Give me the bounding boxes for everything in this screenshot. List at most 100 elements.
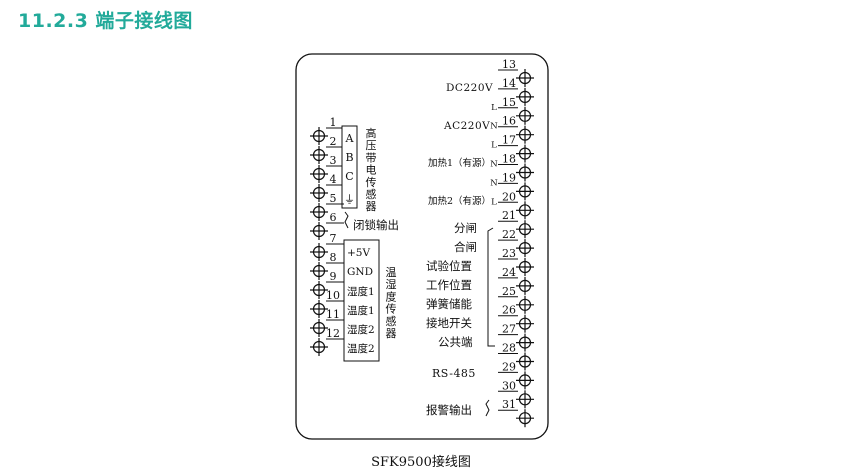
right-terminal-19	[516, 182, 534, 201]
label-dc220v: DC220V	[446, 82, 493, 94]
pin-letter-18: N	[490, 160, 498, 170]
right-terminal-number-15: 15	[502, 96, 516, 109]
phase-label-a: A	[345, 132, 355, 145]
right-terminal-16	[516, 125, 534, 144]
lock-output: 闭锁输出	[344, 211, 399, 232]
label-rs485: RS-485	[432, 367, 476, 380]
right-terminal-17	[516, 144, 534, 163]
label-open: 分闸	[454, 221, 477, 235]
hv-title-char: 传	[366, 176, 377, 189]
left-terminal-number-10: 10	[326, 289, 340, 302]
th-row-label: GND	[347, 266, 373, 278]
left-terminal-5	[310, 203, 328, 221]
phase-label-c: C	[345, 170, 353, 183]
label-earth-switch: 接地开关	[426, 316, 472, 330]
left-terminal-number-11: 11	[326, 308, 340, 321]
left-terminal-number-8: 8	[330, 251, 337, 264]
left-terminal-number-9: 9	[330, 270, 337, 283]
th-row-label: 湿度2	[347, 323, 375, 336]
ground-symbol: ⏚	[344, 193, 355, 206]
left-terminal-3	[310, 165, 328, 183]
th-sensor-rows: +5V GND 湿度1 温度1 湿度2 温度2	[347, 247, 375, 355]
th-title-char: 度	[386, 289, 397, 303]
label-close: 合闸	[454, 240, 477, 254]
right-terminal-number-23: 23	[502, 247, 516, 260]
left-terminal-11	[310, 319, 328, 337]
label-work-pos: 工作位置	[426, 278, 472, 292]
left-terminal-number-7: 7	[330, 232, 337, 245]
left-terminal-number-12: 12	[326, 327, 340, 340]
phase-label-b: B	[345, 151, 353, 164]
left-terminal-1	[310, 127, 328, 145]
right-terminal-25	[516, 295, 534, 314]
pin-letter-16: N	[490, 122, 498, 132]
left-terminal-12	[310, 338, 328, 356]
left-terminal-number-6: 6	[330, 211, 337, 224]
switch-group-bracket	[487, 227, 495, 347]
th-title-char: 感	[386, 315, 397, 328]
right-terminal-13	[516, 69, 534, 87]
right-terminal-26	[516, 314, 534, 333]
right-terminal-number-29: 29	[502, 360, 516, 373]
hv-title-char: 电	[366, 164, 377, 177]
right-terminal-number-16: 16	[502, 115, 516, 128]
right-terminal-23	[516, 258, 534, 276]
left-terminal-2	[310, 146, 328, 164]
label-test-pos: 试验位置	[426, 259, 472, 273]
right-terminal-number-20: 20	[502, 190, 516, 203]
left-terminal-7	[310, 243, 328, 261]
left-terminal-8	[310, 262, 328, 280]
pin-letter-20: L	[491, 197, 497, 207]
device-outline	[295, 53, 549, 440]
right-terminal-18	[516, 163, 534, 182]
th-row-label: 温度1	[347, 304, 375, 317]
lock-output-label: 闭锁输出	[353, 218, 399, 232]
left-terminal-number-3: 3	[330, 154, 337, 167]
th-row-label: +5V	[347, 247, 370, 259]
left-terminal-6	[310, 222, 328, 240]
hv-title-char: 感	[366, 188, 377, 201]
right-terminal-15	[516, 106, 534, 125]
left-terminal-9	[310, 281, 328, 299]
right-terminal-20	[516, 201, 534, 220]
hv-title-char: 器	[366, 200, 377, 213]
pin-letter-19: N	[490, 178, 498, 188]
right-terminal-27	[516, 333, 534, 352]
right-terminal-number-14: 14	[502, 77, 516, 90]
right-terminal-30	[516, 390, 534, 409]
left-terminal-number-1: 1	[330, 116, 337, 129]
label-ac220v: AC220V	[443, 120, 490, 132]
diagram-caption: SFK9500接线图	[371, 454, 471, 470]
right-terminal-number-24: 24	[502, 266, 516, 279]
left-terminal-10	[310, 300, 328, 318]
section-heading: 11.2.3 端子接线图	[18, 10, 193, 32]
alarm-bracket	[485, 399, 490, 417]
right-terminal-number-25: 25	[502, 285, 516, 298]
right-terminal-number-26: 26	[502, 304, 516, 317]
label-alarm: 报警输出	[426, 403, 472, 417]
right-terminal-number-30: 30	[502, 379, 516, 392]
left-terminal-number-4: 4	[330, 173, 337, 186]
hv-title-char: 带	[366, 151, 377, 164]
right-terminal-number-19: 19	[502, 171, 516, 184]
right-terminal-31	[516, 409, 534, 428]
th-row-label: 温度2	[347, 342, 375, 355]
right-terminal-22	[516, 239, 534, 258]
right-terminal-column: 131415L16N17L18N19N20L212223242526272829…	[490, 58, 534, 428]
right-terminal-14	[516, 87, 534, 106]
right-terminal-number-31: 31	[502, 398, 516, 411]
label-spring: 弹簧储能	[426, 297, 472, 311]
label-heat2: 加热2（有源）	[428, 195, 491, 207]
right-terminal-number-22: 22	[502, 228, 516, 241]
right-terminal-24	[516, 276, 534, 295]
left-terminal-number-5: 5	[330, 192, 337, 205]
left-terminal-4	[310, 184, 328, 202]
pin-letter-17: L	[491, 141, 497, 151]
th-row-label: 湿度1	[347, 285, 375, 298]
